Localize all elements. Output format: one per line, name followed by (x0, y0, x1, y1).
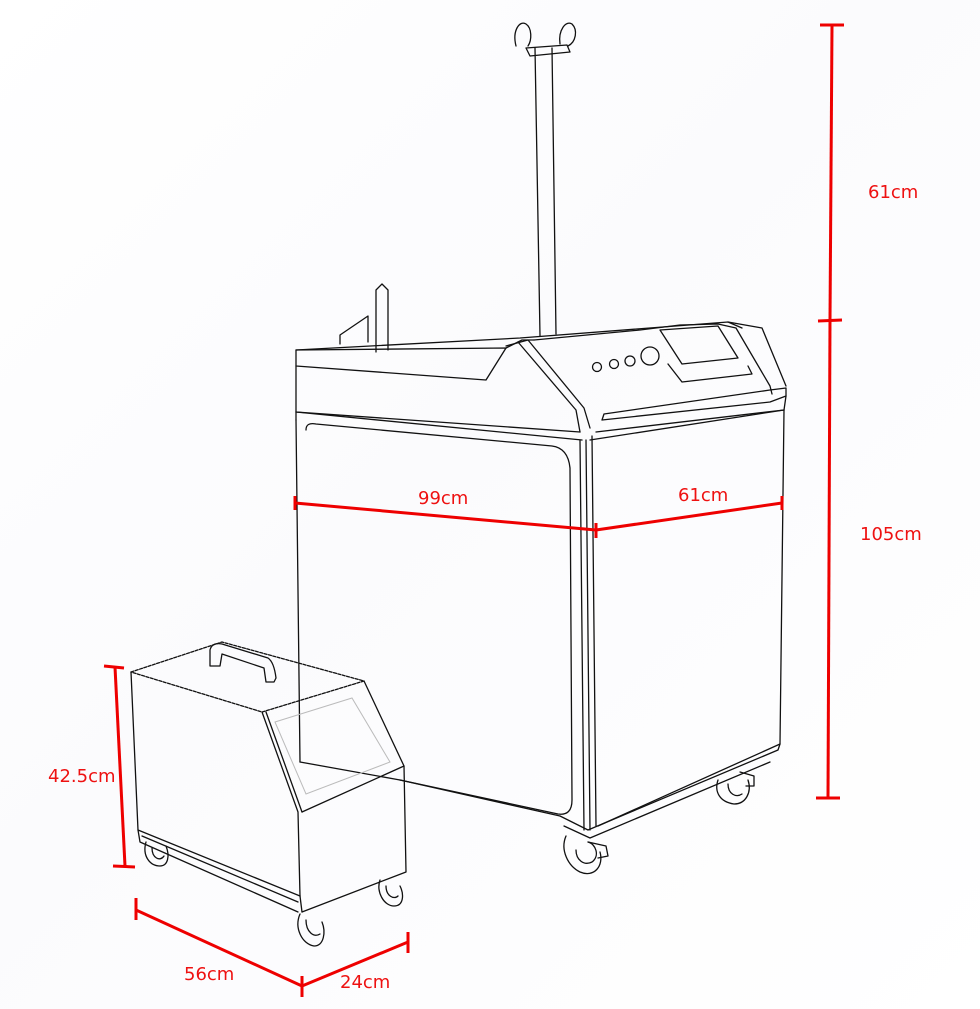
length-label: 99cm (418, 488, 469, 509)
feeder-height-label: 42.5cm (48, 766, 116, 787)
dimension-lines (103, 23, 844, 997)
feeder-length-label: 56cm (184, 964, 235, 985)
width-label: 61cm (678, 485, 729, 506)
body-height-label: 105cm (860, 524, 922, 545)
feeder-width-label: 24cm (340, 972, 391, 993)
pole-height-label: 61cm (868, 182, 919, 203)
main-unit (295, 22, 787, 875)
wire-feeder (130, 641, 407, 947)
